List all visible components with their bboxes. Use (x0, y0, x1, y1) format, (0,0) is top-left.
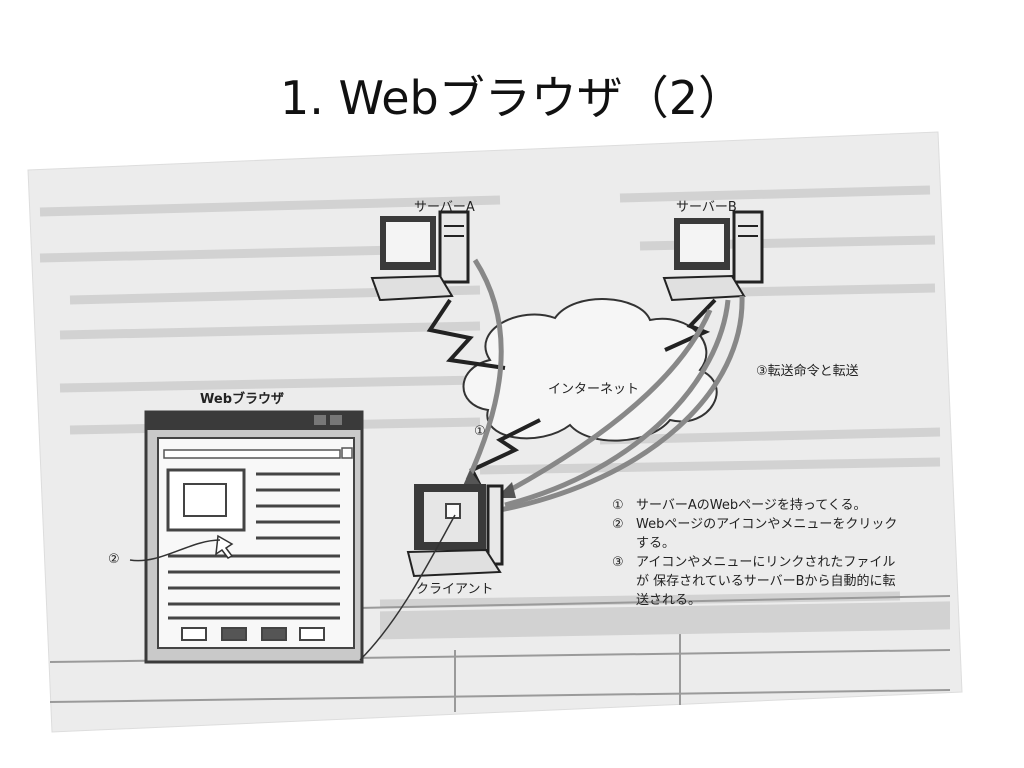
server-a-label: サーバーA (414, 200, 475, 215)
legend-item: ③ アイコンやメニューにリンクされたファイルが 保存されているサーバーBから自動… (612, 553, 906, 610)
legend-num: ③ (612, 555, 624, 570)
legend-num: ① (612, 498, 624, 513)
legend-text: サーバーAのWebページを持ってくる。 (636, 498, 867, 513)
cursor-icon (215, 534, 234, 559)
server-b-computer (662, 210, 764, 302)
link-server-b (664, 298, 717, 352)
server-a-computer (370, 210, 470, 302)
web-browser-window (144, 410, 364, 664)
leader-line-client (359, 514, 456, 661)
legend-text: アイコンやメニューにリンクされたファイルが 保存されているサーバーBから自動的に… (636, 555, 896, 608)
client-label: クライアント (416, 582, 494, 597)
legend-item: ② Webページのアイコンやメニューをクリックする。 (612, 515, 906, 553)
leader-line-2 (129, 539, 221, 562)
link-client (469, 418, 541, 487)
internet-label: インターネット (548, 382, 640, 397)
legend-num: ② (612, 517, 624, 532)
slide-title: 1. Webブラウザ（2） (279, 71, 745, 125)
transfer-label: ③転送命令と転送 (756, 364, 859, 379)
client-computer (406, 484, 504, 578)
transfer-arrows (465, 258, 745, 513)
faded-background-text (39, 185, 941, 609)
arrow-head-1 (462, 470, 480, 488)
marker-1: ① (474, 424, 486, 439)
legend-text: Webページのアイコンやメニューをクリックする。 (636, 517, 898, 551)
server-b-label: サーバーB (676, 200, 737, 215)
browser-label: Webブラウザ (200, 392, 284, 407)
table-header-band (380, 601, 950, 640)
marker-2: ② (108, 552, 120, 567)
legend: ① サーバーAのWebページを持ってくる。 ② Webページのアイコンやメニュー… (612, 496, 906, 610)
legend-item: ① サーバーAのWebページを持ってくる。 (612, 496, 906, 515)
link-server-a (426, 298, 506, 370)
